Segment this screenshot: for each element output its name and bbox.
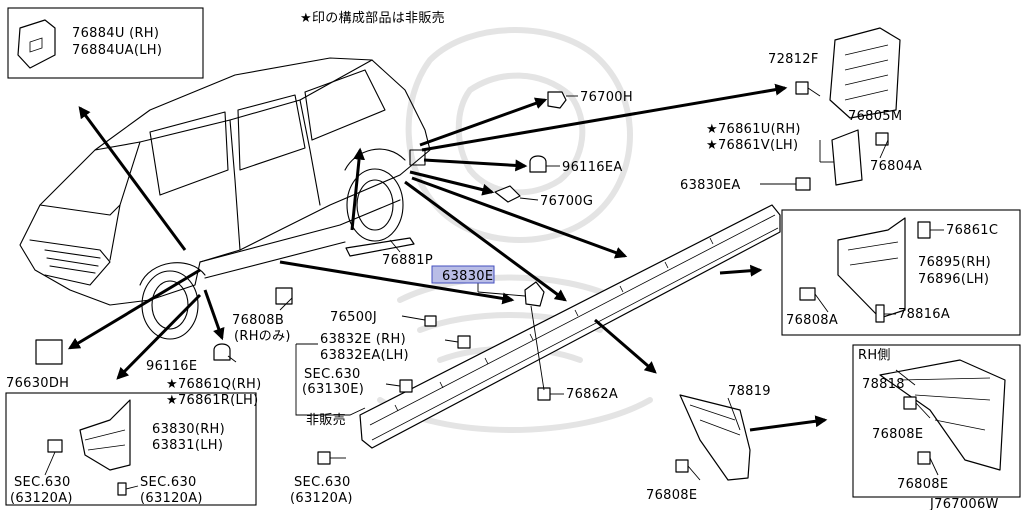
label-rh-side: RH側 [858,348,891,363]
label-76861u: ★76861U(RH) [706,122,801,137]
label-78819: 78819 [728,384,771,399]
note-not-sold: ★印の構成部品は非販売 [300,10,445,26]
callout-box-top-left: 76884U (RH) 76884UA(LH) [7,7,204,79]
label-96116e: 96116E [146,359,197,374]
label-sec630-b: SEC.630 [14,475,71,490]
label-76808e-c: 76808E [897,477,948,492]
label-76808e-a: 76808E [646,488,697,503]
label-63830e-highlight [431,265,495,284]
label-76861r: ★76861R(LH) [166,393,259,408]
label-76896: 76896(LH) [918,272,989,287]
label-63832e: 63832E (RH) [320,332,406,347]
label-76881p: 76881P [382,253,433,268]
callout-box-rh-side: RH側 78818 76808E 76808E [852,344,1021,498]
callout-box-right-mudguard: 76861C 76895(RH) 76896(LH) 76808A 78816A [781,209,1021,336]
label-76700g: 76700G [540,194,593,209]
lead-lines [227,87,939,481]
label-76862a: 76862A [566,387,618,402]
label-76884ua: 76884UA(LH) [72,43,162,58]
label-76500j: 76500J [330,310,377,325]
label-63120a-d: (63120A) [290,491,353,506]
diagram-id: J767006W [929,497,999,510]
label-63130e: (63130E) [302,382,364,397]
label-63830ea: 63830EA [680,178,741,193]
label-sec630-c: SEC.630 [140,475,197,490]
pointer-arrows [67,83,828,432]
label-63830: 63830(RH) [152,422,225,437]
label-63831: 63831(LH) [152,438,223,453]
label-76895: 76895(RH) [918,255,991,270]
label-96116ea: 96116EA [562,160,623,175]
label-63830e[interactable]: 63830E [442,269,493,284]
label-sec630-a: SEC.630 [304,367,361,382]
small-parts [35,27,901,481]
label-78816a: 78816A [898,307,950,322]
label-78818: 78818 [862,377,905,392]
label-76808b-note: (RHのみ) [234,329,291,344]
label-76884u: 76884U (RH) [72,26,159,41]
label-76861q: ★76861Q(RH) [166,377,262,392]
label-63120a-c: (63120A) [140,491,203,506]
label-76861c: 76861C [946,223,998,238]
label-76808e-b: 76808E [872,427,923,442]
label-76808a: 76808A [786,313,838,328]
label-76630dh: 76630DH [6,376,69,391]
label-76861v: ★76861V(LH) [706,138,798,153]
label-76805m: 76805M [848,109,902,124]
label-76808b: 76808B [232,313,284,328]
label-72812f: 72812F [768,52,819,67]
label-hibanbai: 非販売 [306,412,346,428]
label-76700h: 76700H [580,90,633,105]
label-sec630-d: SEC.630 [294,475,351,490]
side-sill-panel [359,204,781,449]
label-63120a-b: (63120A) [10,491,73,506]
vehicle-outline [19,57,431,340]
label-63832ea: 63832EA(LH) [320,348,409,363]
label-76804a: 76804A [870,159,922,174]
part-labels: ★印の構成部品は非販売 72812F 76805M 76700H 96116EA… [6,10,999,510]
callout-box-bottom-left: 63830(RH) 63831(LH) SEC.630 (63120A) SEC… [5,392,257,506]
